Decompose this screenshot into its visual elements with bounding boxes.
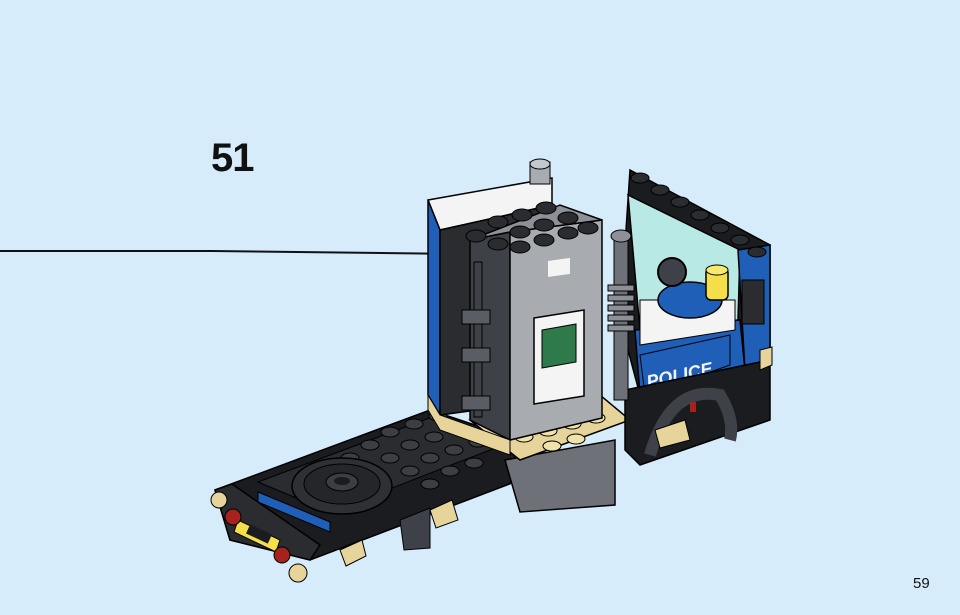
page-number: 59 (913, 575, 930, 592)
central-tower-assembly (426, 177, 632, 513)
callout-leader-line (0, 250, 213, 252)
police-cab: POLICE (529, 158, 773, 466)
flatbed-chassis (210, 409, 521, 583)
step-number: 51 (211, 136, 254, 180)
